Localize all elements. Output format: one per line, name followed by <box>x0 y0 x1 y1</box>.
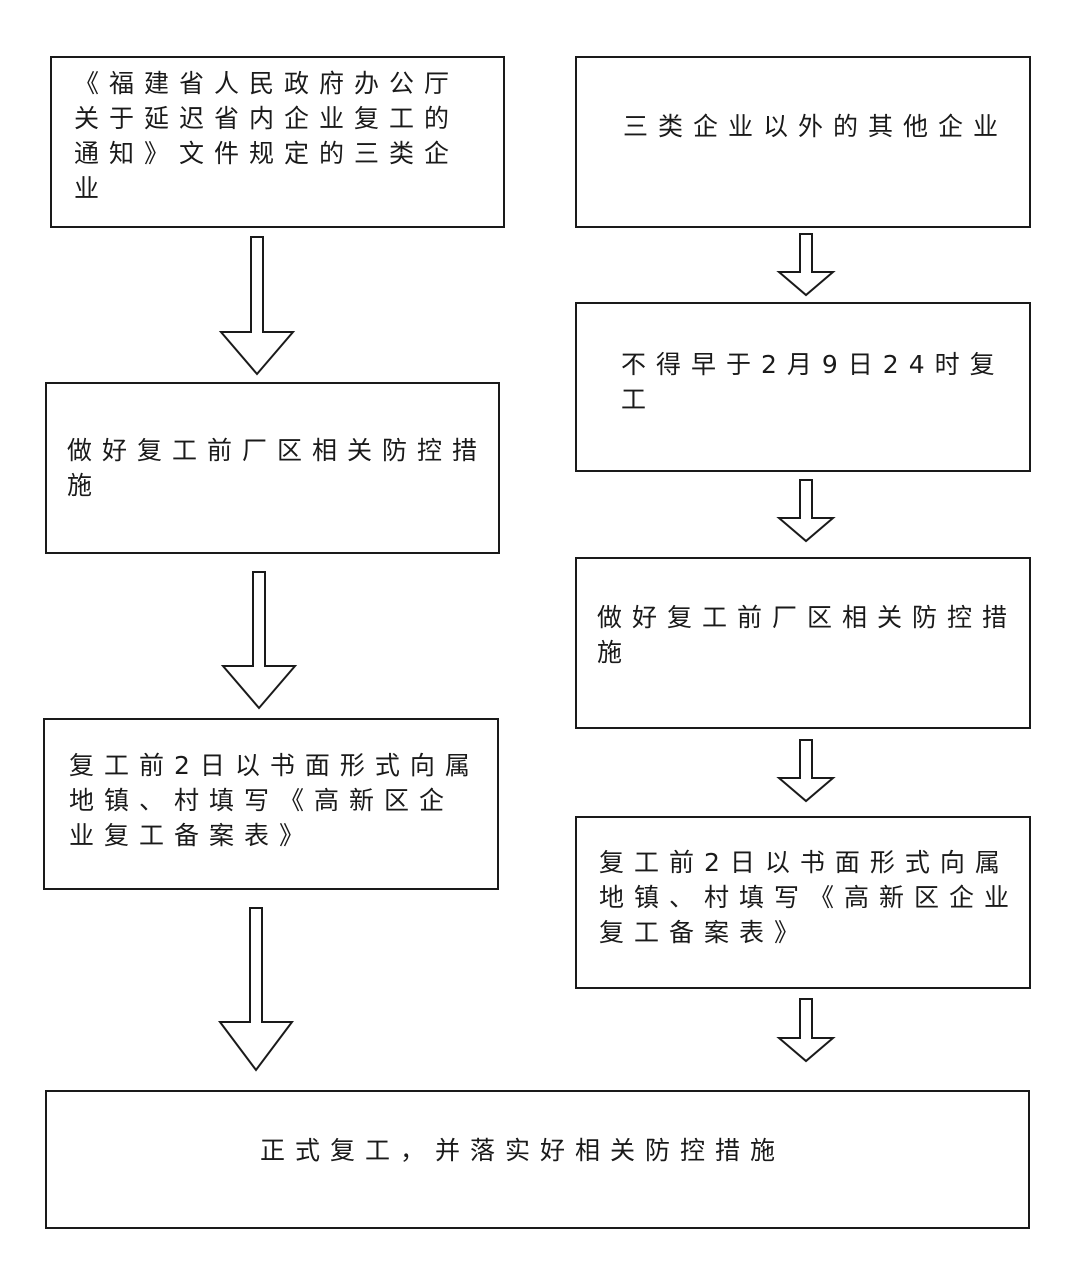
arrow-down-icon <box>218 236 296 376</box>
arrow-down-icon <box>218 907 294 1072</box>
left-box-3-text: 复工前2日以书面形式向属地镇、村填写《高新区企业复工备案表》 <box>69 750 480 850</box>
arrow-down-icon <box>776 998 836 1063</box>
right-box-1-text: 三类企业以外的其他企业 <box>623 111 1009 141</box>
right-box-filing-form: 复工前2日以书面形式向属地镇、村填写《高新区企业复工备案表》 <box>575 816 1031 989</box>
left-box-prevention-measures: 做好复工前厂区相关防控措施 <box>45 382 500 554</box>
right-box-other-enterprises: 三类企业以外的其他企业 <box>575 56 1031 228</box>
right-box-3-text: 做好复工前厂区相关防控措施 <box>597 603 1018 667</box>
arrow-down-icon <box>220 571 298 710</box>
left-box-filing-form: 复工前2日以书面形式向属地镇、村填写《高新区企业复工备案表》 <box>43 718 499 890</box>
arrow-down-icon <box>776 479 836 543</box>
left-box-three-types-enterprises: 《福建省人民政府办公厅关于延迟省内企业复工的通知》文件规定的三类企业 <box>50 56 505 228</box>
right-box-resume-date: 不得早于2月9日24时复工 <box>575 302 1031 472</box>
arrow-down-icon <box>776 233 836 297</box>
left-box-2-text: 做好复工前厂区相关防控措施 <box>67 436 488 500</box>
final-box-formal-resumption: 正式复工，并落实好相关防控措施 <box>45 1090 1030 1229</box>
left-box-1-text: 《福建省人民政府办公厅关于延迟省内企业复工的通知》文件规定的三类企业 <box>74 69 460 203</box>
right-box-2-text: 不得早于2月9日24时复工 <box>621 350 1005 414</box>
right-box-4-text: 复工前2日以书面形式向属地镇、村填写《高新区企业复工备案表》 <box>599 848 1020 947</box>
arrow-down-icon <box>776 739 836 803</box>
right-box-prevention-measures: 做好复工前厂区相关防控措施 <box>575 557 1031 729</box>
final-box-text: 正式复工，并落实好相关防控措施 <box>260 1136 786 1165</box>
